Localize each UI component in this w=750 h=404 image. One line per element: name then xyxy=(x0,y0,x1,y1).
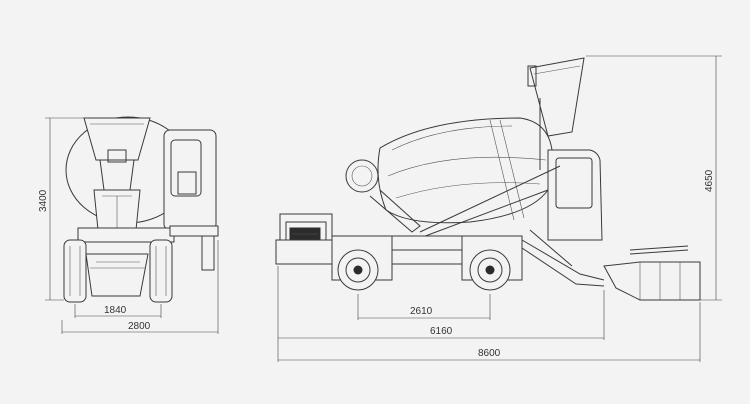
front-bucket xyxy=(85,253,149,297)
side-dimensions: 4650 2610 6160 8600 xyxy=(277,55,722,362)
wheelbase-label: 2610 xyxy=(410,306,433,317)
front-view xyxy=(63,116,219,303)
cab-seat xyxy=(177,171,197,195)
side-view xyxy=(275,57,701,301)
loader-bucket xyxy=(603,261,701,301)
width-label: 2800 xyxy=(128,321,151,332)
side-cab-window xyxy=(555,157,593,209)
height-label-front: 3400 xyxy=(38,189,49,212)
front-dimensions: 3400 1840 2800 xyxy=(38,117,219,334)
track-label: 1840 xyxy=(104,305,127,316)
height-label-side: 4650 xyxy=(704,169,715,192)
mixer-drum xyxy=(377,117,553,224)
hopper-neck xyxy=(99,159,135,191)
side-hopper xyxy=(529,57,585,137)
overall-length-label: 8600 xyxy=(478,348,501,359)
hopper-funnel xyxy=(83,117,151,161)
drum-rear-cap xyxy=(345,159,379,193)
left-wheel xyxy=(63,239,87,303)
body-length-label: 6160 xyxy=(430,326,453,337)
cab-body xyxy=(163,129,217,231)
right-wheel xyxy=(149,239,173,303)
side-cab xyxy=(547,149,603,241)
cab-window xyxy=(170,139,202,197)
